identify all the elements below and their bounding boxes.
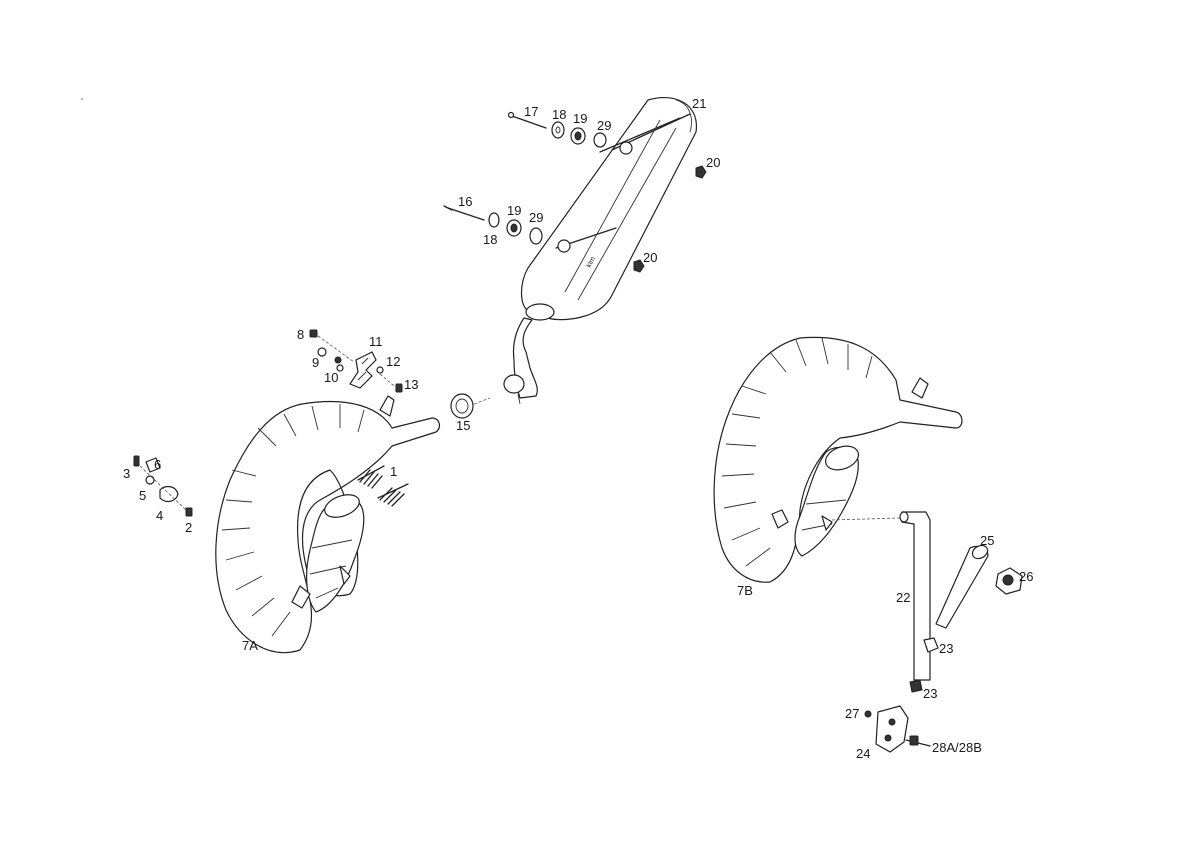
label-4: 4 (156, 508, 163, 523)
label-24: 24 (856, 746, 870, 761)
label-25: 25 (980, 533, 994, 548)
nut-20-bottom (633, 259, 645, 273)
label-22: 22 (896, 590, 910, 605)
cap-26 (995, 567, 1023, 595)
clamp-23-upper (923, 637, 939, 653)
label-10: 10 (324, 370, 338, 385)
label-1: 1 (390, 464, 397, 479)
vent-tube-22 (899, 511, 931, 681)
clamp-hardware (133, 455, 193, 517)
label-23-upper: 23 (939, 641, 953, 656)
washer-18-top (551, 121, 565, 139)
label-17: 17 (524, 104, 538, 119)
stray-dot (81, 98, 83, 100)
exhaust-pipe-7a (215, 395, 441, 654)
callout-labels: 1 2 3 4 5 6 7A 7B 8 9 10 11 12 13 15 16 … (123, 96, 1033, 761)
nut-20-top (695, 165, 707, 179)
label-6: 6 (154, 457, 161, 472)
silencer: ktm (520, 96, 697, 321)
label-9: 9 (312, 355, 319, 370)
label-23-lower: 23 (923, 686, 937, 701)
label-13: 13 (404, 377, 418, 392)
exhaust-pipe-7b (713, 336, 963, 583)
bracket-assembly (309, 329, 403, 393)
grommet-19-top (570, 127, 586, 145)
holder-24 (875, 705, 931, 753)
label-26: 26 (1019, 569, 1033, 584)
seal-ring (450, 393, 491, 419)
label-15: 15 (456, 418, 470, 433)
bolt-16 (443, 205, 485, 221)
label-27: 27 (845, 706, 859, 721)
spring-1 (357, 465, 409, 507)
label-11: 11 (369, 334, 383, 349)
label-20-top: 20 (706, 155, 720, 170)
label-5: 5 (139, 488, 146, 503)
label-18-top: 18 (552, 107, 566, 122)
label-8: 8 (297, 327, 304, 342)
label-19-top: 19 (573, 111, 587, 126)
label-12: 12 (386, 354, 400, 369)
clamp-23-lower (909, 679, 923, 693)
label-2: 2 (185, 520, 192, 535)
label-21: 21 (692, 96, 706, 111)
label-16: 16 (458, 194, 472, 209)
sleeve-29-bottom (529, 227, 543, 245)
label-18-bottom: 18 (483, 232, 497, 247)
washer-18-bottom (488, 212, 500, 228)
label-29-top: 29 (597, 118, 611, 133)
label-19-bottom: 19 (507, 203, 521, 218)
label-28: 28A/28B (932, 740, 982, 755)
label-7a: 7A (242, 638, 258, 653)
silencer-link-pipe (503, 317, 538, 405)
sleeve-29-top (593, 132, 607, 148)
label-3: 3 (123, 466, 130, 481)
nut-27 (864, 710, 872, 718)
label-7b: 7B (737, 583, 753, 598)
bolt-17 (507, 111, 547, 129)
label-29-bottom: 29 (529, 210, 543, 225)
hose-25 (935, 544, 989, 629)
svg-text:ktm: ktm (586, 256, 598, 269)
grommet-19-bottom (506, 219, 522, 237)
label-20-bottom: 20 (643, 250, 657, 265)
